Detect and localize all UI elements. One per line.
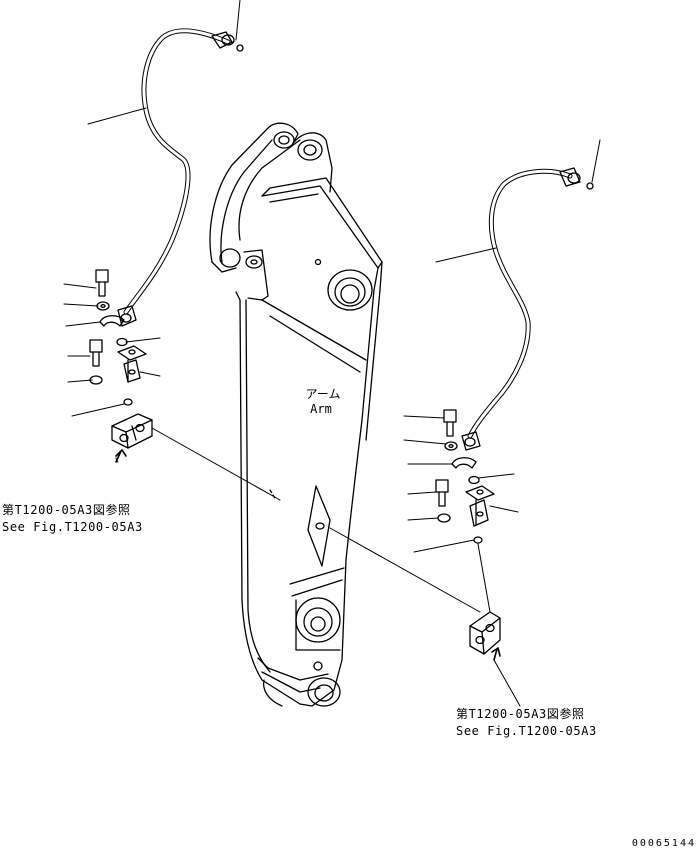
o-ring-icon xyxy=(473,536,483,544)
right-hose xyxy=(461,167,594,451)
clamp-icon xyxy=(117,345,147,383)
bolt-icon xyxy=(89,339,103,367)
o-ring-icon xyxy=(468,475,480,485)
pointer-arrow-icon xyxy=(491,647,501,661)
arm-label-en: Arm xyxy=(310,402,332,416)
clamp-icon xyxy=(451,457,477,469)
reference-right-en: See Fig.T1200-05A3 xyxy=(456,724,597,738)
clamp-icon xyxy=(465,485,495,527)
bolt-icon xyxy=(443,409,457,437)
washer-icon xyxy=(437,513,451,523)
leader-lines xyxy=(63,0,601,707)
arm-label-jp: アーム xyxy=(306,387,341,401)
reference-left-jp: 第T1200-05A3図参照 xyxy=(2,503,131,517)
bolt-icon xyxy=(95,269,109,297)
reference-left-en: See Fig.T1200-05A3 xyxy=(2,520,143,534)
arm-body xyxy=(209,122,383,707)
o-ring-icon xyxy=(586,182,594,190)
document-number: 00065144 xyxy=(631,838,696,849)
clamp-icon xyxy=(99,315,125,327)
o-ring-icon xyxy=(123,398,133,406)
right-parts xyxy=(435,409,501,661)
left-parts xyxy=(89,269,153,463)
valve-block-icon xyxy=(469,611,501,655)
valve-block-icon xyxy=(111,413,153,449)
reference-right-jp: 第T1200-05A3図参照 xyxy=(456,707,585,721)
left-hose xyxy=(117,28,244,327)
o-ring-icon xyxy=(236,44,244,52)
bolt-icon xyxy=(435,479,449,507)
washer-icon xyxy=(96,301,110,311)
washer-icon xyxy=(444,441,458,451)
